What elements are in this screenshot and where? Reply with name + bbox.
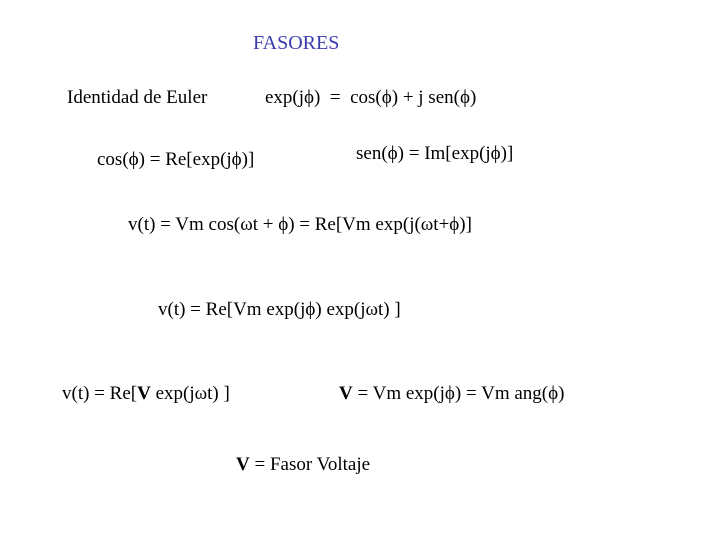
vt-cos-formula: v(t) = Vm cos(ωt + ϕ) = Re[Vm exp(j(ωt+ϕ… xyxy=(128,214,472,235)
vt-phasor-suffix: exp(jωt) ] xyxy=(150,383,230,404)
phasor-name-rest: = Fasor Voltaje xyxy=(249,454,371,475)
cos-re-formula: cos(ϕ) = Re[exp(jϕ)] xyxy=(97,149,255,170)
phasor-symbol: V xyxy=(236,454,250,475)
euler-formula: exp(jϕ) = cos(ϕ) + j sen(ϕ) xyxy=(265,87,477,108)
vt-phasor-formula: v(t) = Re[V exp(jωt) ] xyxy=(62,384,230,403)
vt-phasor-prefix: v(t) = Re[ xyxy=(62,383,138,404)
vt-re-formula: v(t) = Re[Vm exp(jϕ) exp(jωt) ] xyxy=(158,299,401,320)
sen-im-formula: sen(ϕ) = Im[exp(jϕ)] xyxy=(356,143,514,164)
phasor-symbol: V xyxy=(137,383,151,404)
euler-label: Identidad de Euler xyxy=(67,87,208,108)
slide-title: FASORES xyxy=(253,32,340,54)
phasor-definition-rest: = Vm exp(jϕ) = Vm ang(ϕ) xyxy=(352,383,565,404)
phasor-symbol: V xyxy=(339,383,353,404)
phasor-definition: V = Vm exp(jϕ) = Vm ang(ϕ) xyxy=(339,384,564,403)
phasor-name: V = Fasor Voltaje xyxy=(236,455,370,474)
